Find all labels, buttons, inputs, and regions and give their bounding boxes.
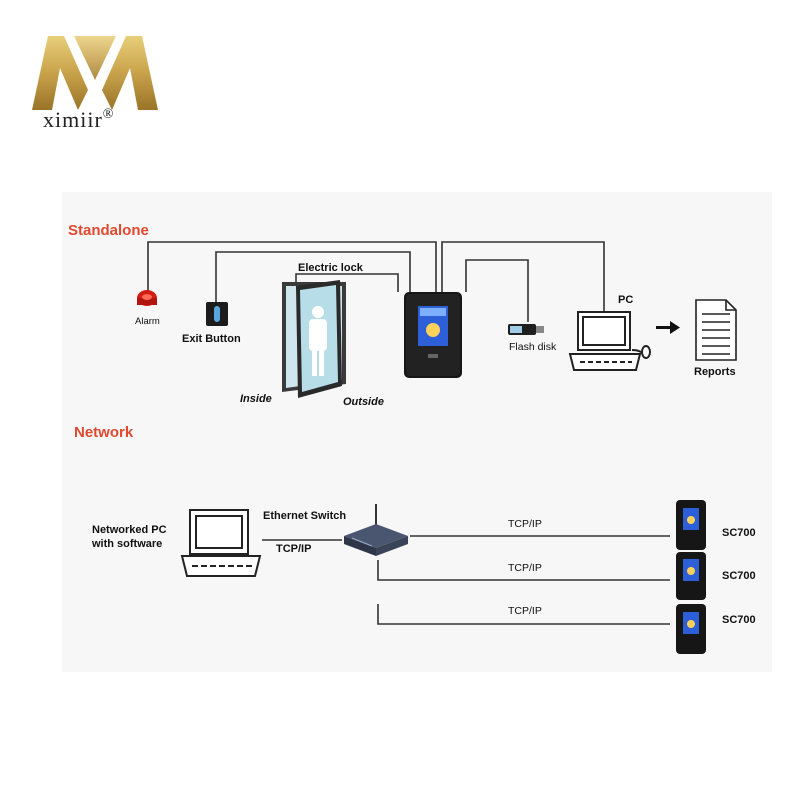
alarm-label: Alarm [135,316,160,327]
pc-icon [568,311,651,371]
brand-logo-icon [32,36,158,110]
sc700-label-2: SC700 [722,570,756,582]
brand-name: ximiir® [43,107,115,132]
alarm-wire [147,241,437,292]
reports-label: Reports [694,366,736,378]
standalone-title: Standalone [68,222,149,239]
sc700-terminal-icon-1 [676,500,706,550]
flash-disk-icon [508,324,544,335]
electric-lock-wire [295,273,399,292]
reports-icon [695,299,737,361]
link-protocol-label-3: TCP/IP [508,605,542,617]
sc700-terminal-icon-3 [676,604,706,654]
pc-wire [441,241,605,312]
network-link-2 [377,560,670,581]
diagram-panel [62,192,772,672]
electric-lock-label: Electric lock [298,262,363,274]
flash-disk-label: Flash disk [509,341,557,353]
exit-button-wire [215,251,411,302]
networked-pc-icon [180,509,262,577]
network-title: Network [74,424,134,441]
networked-pc-label-line1: Networked PC [92,524,167,536]
alarm-icon [137,290,157,306]
flash-disk-wire [465,259,529,322]
network-links [377,535,670,625]
sc700-label-1: SC700 [722,527,756,539]
pc-label: PC [618,294,634,306]
exit-button-label: Exit Button [182,333,241,345]
access-terminal-icon [404,292,462,378]
ethernet-switch-label: Ethernet Switch [263,510,347,522]
exit-button-icon [206,302,228,326]
pc-link-protocol-label: TCP/IP [276,543,312,555]
arrow-right-icon [656,321,680,334]
network-link-3 [377,604,670,625]
link-protocol-label-1: TCP/IP [508,518,542,530]
sc700-terminal-icon-2 [676,552,706,600]
ethernet-switch-icon [344,504,408,556]
standalone-wiring [147,241,605,322]
networked-pc-label-line2: with software [92,538,163,550]
sc700-label-3: SC700 [722,614,756,626]
door-icon [282,280,346,398]
outside-label: Outside [343,396,384,408]
inside-label: Inside [240,393,272,405]
link-protocol-label-2: TCP/IP [508,562,542,574]
